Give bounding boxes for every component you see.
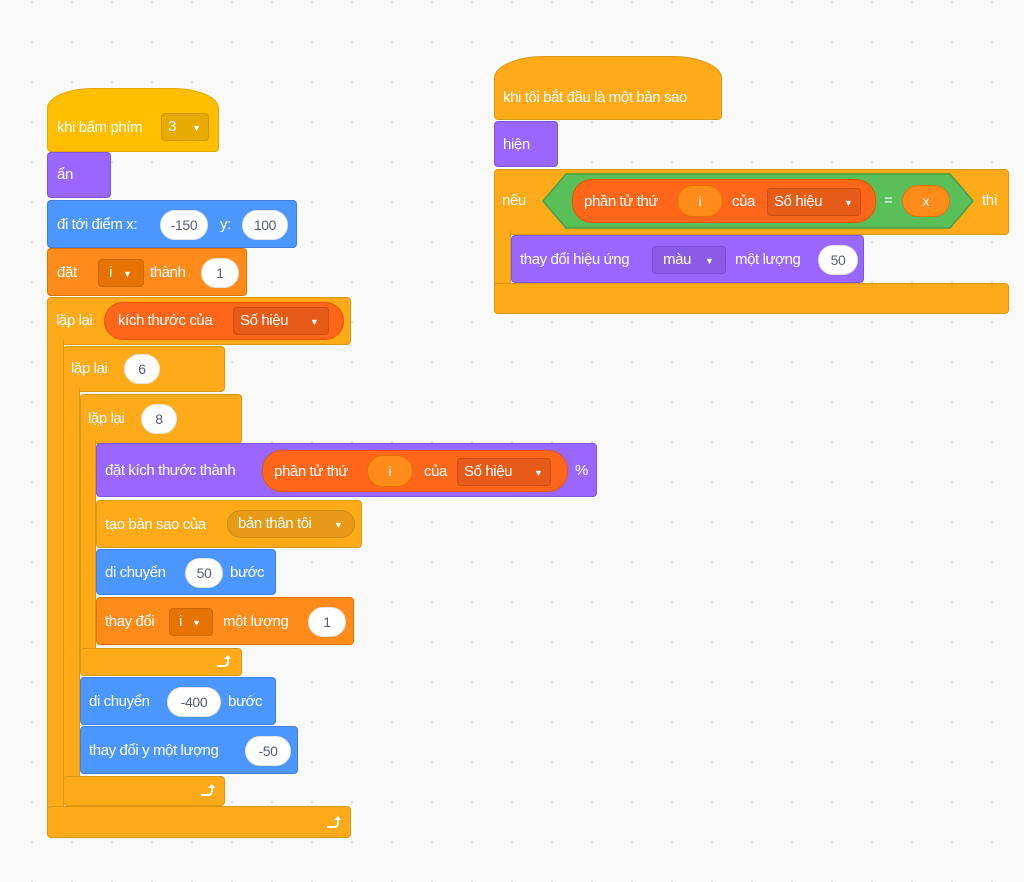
change-variable-block[interactable]: thay đổi i ▼ một lượng 1 — [96, 597, 354, 645]
dropdown-caret-icon: ▼ — [844, 198, 853, 208]
show-block[interactable]: hiện — [494, 121, 558, 167]
loop-arrow-icon — [201, 784, 215, 796]
item-list-name-2: Số hiệu — [774, 193, 823, 210]
if-bottom[interactable] — [494, 283, 1009, 314]
repeat-outer-bottom[interactable] — [47, 806, 351, 838]
set-value-input[interactable]: 1 — [201, 258, 239, 288]
set-var-name: i — [109, 264, 112, 281]
item-list-dropdown[interactable]: Số hiệu ▼ — [457, 458, 551, 486]
hide-block[interactable]: ẩn — [47, 152, 111, 198]
move-steps-block[interactable]: di chuyển 50 bước — [96, 549, 276, 595]
item-list-name: Số hiệu — [464, 463, 513, 480]
if-arm — [494, 230, 511, 288]
effect-type-dropdown[interactable]: màu ▼ — [652, 246, 726, 274]
item-of-label: của — [424, 463, 447, 480]
goto-y-input[interactable]: 100 — [242, 210, 288, 240]
effect-by-label: một lượng — [735, 251, 801, 268]
when-key-label: khi bấm phím — [57, 119, 143, 136]
compare-variable[interactable]: x — [902, 185, 950, 217]
repeat-inner-label: lặp lại — [88, 410, 125, 427]
dropdown-caret-icon: ▼ — [705, 256, 714, 266]
clone-label: tạo bản sao của — [105, 516, 206, 533]
clone-hat-label: khi tôi bắt đầu là một bản sao — [503, 89, 687, 106]
length-of-list-reporter[interactable]: kích thước của Số hiệu ▼ — [104, 302, 344, 340]
move-back-block[interactable]: di chuyển -400 bước — [80, 677, 276, 725]
key-value: 3 — [168, 118, 176, 135]
equals-label: = — [884, 192, 893, 209]
item-index-variable-2[interactable]: i — [677, 185, 723, 217]
create-clone-block[interactable]: tạo bản sao của bản thân tôi ▼ — [96, 500, 362, 548]
item-label: phần tử thứ — [274, 463, 349, 480]
goto-x-input[interactable]: -150 — [160, 210, 208, 240]
steps-label: bước — [230, 564, 265, 581]
dropdown-caret-icon: ▼ — [192, 123, 201, 133]
set-to-label: thành — [150, 264, 186, 281]
move-label: di chuyển — [105, 564, 166, 581]
set-size-label: đặt kích thước thành — [105, 462, 236, 479]
change-y-label: thay đổi y một lượng — [89, 742, 219, 759]
length-list-name: Số hiệu — [240, 312, 289, 329]
repeat-inner-arm — [80, 440, 96, 655]
clone-target-dropdown[interactable]: bản thân tôi ▼ — [227, 510, 355, 538]
move-steps-input[interactable]: 50 — [185, 558, 223, 588]
hide-label: ẩn — [57, 166, 73, 183]
show-label: hiện — [503, 136, 530, 153]
change-by-label: một lượng — [223, 613, 289, 630]
item-of-list-reporter[interactable]: phần tử thứ i của Số hiệu ▼ — [262, 450, 568, 492]
change-label: thay đổi — [105, 613, 155, 630]
repeat-inner-count[interactable]: 8 — [141, 404, 177, 434]
repeat-mid-arm — [63, 388, 80, 780]
repeat-mid-label: lặp lại — [71, 360, 108, 377]
loop-arrow-icon — [217, 655, 231, 667]
item-list-dropdown-2[interactable]: Số hiệu ▼ — [767, 188, 861, 216]
effect-type-name: màu — [663, 251, 691, 268]
dropdown-caret-icon: ▼ — [334, 520, 343, 530]
repeat-mid-bottom[interactable] — [63, 776, 225, 806]
move2-label: di chuyển — [89, 693, 150, 710]
goto-y-label: y: — [220, 216, 231, 233]
percent-label: % — [575, 462, 588, 479]
length-list-dropdown[interactable]: Số hiệu ▼ — [233, 307, 329, 335]
item-of-label-2: của — [732, 193, 755, 210]
repeat-inner-bottom[interactable] — [80, 648, 242, 676]
loop-arrow-icon — [327, 816, 341, 828]
repeat-outer-arm — [47, 340, 64, 810]
set-var-dropdown[interactable]: i ▼ — [98, 259, 144, 287]
set-size-block[interactable]: đặt kích thước thành phần tử thứ i của S… — [96, 443, 597, 497]
item-label-2: phần tử thứ — [584, 193, 659, 210]
goto-xy-block[interactable]: đi tới điểm x: -150 y: 100 — [47, 200, 297, 248]
when-key-pressed-hat[interactable]: khi bấm phím 3 ▼ — [47, 88, 219, 152]
repeat-mid-count[interactable]: 6 — [124, 354, 160, 384]
change-var-dropdown[interactable]: i ▼ — [169, 608, 213, 636]
then-label: thì — [982, 192, 998, 209]
set-variable-block[interactable]: đặt i ▼ thành 1 — [47, 248, 247, 296]
move2-steps-input[interactable]: -400 — [167, 687, 221, 717]
steps2-label: bước — [228, 693, 263, 710]
dropdown-caret-icon: ▼ — [534, 468, 543, 478]
change-y-input[interactable]: -50 — [245, 736, 291, 766]
effect-value-input[interactable]: 50 — [818, 245, 858, 275]
length-of-label: kích thước của — [118, 312, 213, 329]
key-dropdown[interactable]: 3 ▼ — [161, 113, 209, 141]
dropdown-caret-icon: ▼ — [310, 317, 319, 327]
when-clone-start-hat[interactable]: khi tôi bắt đầu là một bản sao — [494, 56, 722, 120]
effect-label: thay đổi hiệu ứng — [520, 251, 630, 268]
item-of-list-reporter-2[interactable]: phần tử thứ i của Số hiệu ▼ — [572, 179, 876, 223]
change-var-name: i — [179, 613, 182, 630]
set-label: đặt — [57, 264, 77, 281]
change-y-block[interactable]: thay đổi y một lượng -50 — [80, 726, 298, 774]
change-value-input[interactable]: 1 — [308, 607, 346, 637]
goto-label: đi tới điểm x: — [57, 216, 138, 233]
change-effect-block[interactable]: thay đổi hiệu ứng màu ▼ một lượng 50 — [511, 235, 864, 283]
if-label: nếu — [502, 192, 526, 209]
dropdown-caret-icon: ▼ — [123, 269, 132, 279]
repeat-outer-label: lặp lại — [56, 312, 93, 329]
item-index-variable[interactable]: i — [367, 455, 413, 487]
clone-target-name: bản thân tôi — [238, 515, 312, 532]
dropdown-caret-icon: ▼ — [192, 618, 201, 628]
